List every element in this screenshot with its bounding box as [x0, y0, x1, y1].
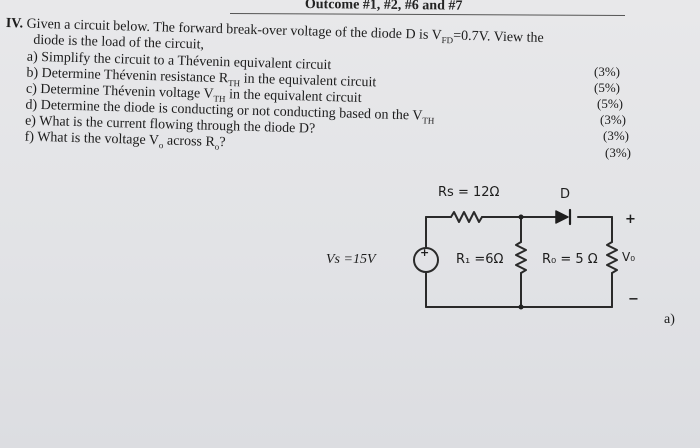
circuit-diagram: + Rs = 12Ω D Vs =15V R₁ =6Ω R₀ = 5 Ω V₀ …	[316, 180, 686, 330]
junction-dot	[518, 214, 524, 220]
part-text: What is the voltage V	[36, 129, 160, 149]
marks-c: (5%)	[597, 96, 623, 111]
resistor-r1	[515, 241, 527, 274]
marks-f: (3%)	[605, 145, 631, 160]
rs-label: Rs = 12Ω	[438, 185, 500, 200]
source-plus-sign: +	[420, 246, 430, 259]
marks-d: (3%)	[600, 112, 626, 127]
resistor-rs	[450, 211, 483, 223]
r1-label: R₁ =6Ω	[456, 252, 504, 267]
part-label: a)	[26, 49, 38, 65]
vs-label: Vs =15V	[326, 252, 376, 267]
part-label: e)	[24, 113, 37, 129]
part-tail: across R	[163, 133, 215, 150]
marks-a: (3%)	[594, 64, 620, 79]
page-header: Outcome #1, #2, #6 and #7	[304, 0, 463, 14]
vo-label: V₀	[622, 250, 636, 264]
figure-label: a)	[664, 312, 675, 327]
part-tail-2: ?	[219, 135, 226, 151]
marks-e: (3%)	[603, 128, 629, 143]
part-label: b)	[26, 65, 39, 81]
question-intro-sub: FD	[441, 34, 454, 46]
part-label: c)	[25, 81, 38, 97]
plus-terminal: +	[625, 212, 636, 227]
question-intro-tail: =0.7V. View the	[453, 28, 544, 47]
part-f: f) What is the voltage Vo across Ro?	[24, 130, 225, 155]
marks-b: (5%)	[594, 80, 620, 95]
question-number: IV.	[5, 16, 24, 32]
part-label: f)	[24, 129, 35, 145]
minus-terminal: −	[628, 292, 639, 307]
ro-label: R₀ = 5 Ω	[542, 252, 598, 267]
part-sub: TH	[422, 115, 435, 126]
diode-symbol	[555, 208, 572, 226]
question-block: IV. Given a circuit below. The forward b…	[5, 16, 666, 152]
circuit-schematic	[413, 208, 618, 310]
part-label: d)	[25, 97, 38, 113]
voltage-source-circle	[413, 247, 439, 273]
resistor-ro	[606, 241, 618, 274]
diode-label: D	[560, 187, 571, 202]
junction-dot	[518, 304, 524, 310]
header-rule	[230, 12, 625, 17]
